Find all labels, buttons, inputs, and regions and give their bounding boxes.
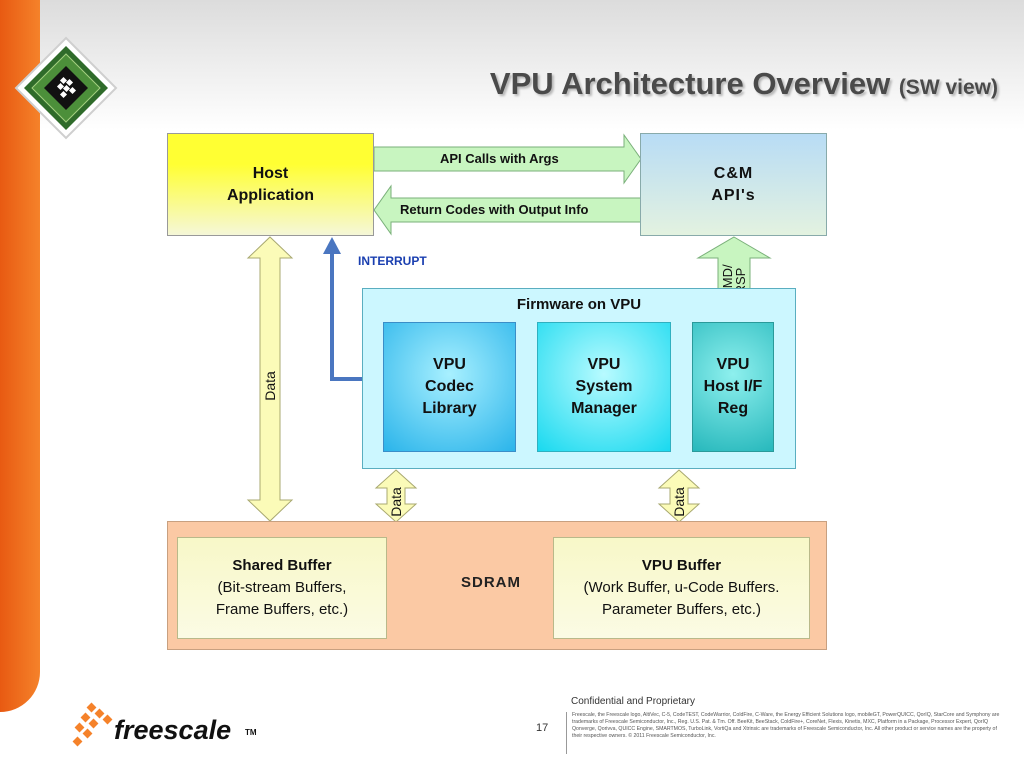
host-line2: Application <box>226 186 315 204</box>
data-mid2-label: Data <box>671 487 687 517</box>
shared-line1: (Bit-stream Buffers, <box>217 579 347 596</box>
codec-line3: Library <box>422 400 477 417</box>
data-mid1-label: Data <box>388 487 404 517</box>
host-line1: Host <box>252 164 289 182</box>
vpubuf-line1: (Work Buffer, u-Code Buffers. <box>583 579 780 596</box>
cm-line2: API's <box>711 186 756 204</box>
page-number: 17 <box>536 722 549 734</box>
vpu-buffer-box: VPU Buffer (Work Buffer, u-Code Buffers.… <box>553 537 810 639</box>
title-main: VPU Architecture Overview <box>489 66 891 101</box>
freescale-wordmark: freescale <box>114 715 232 745</box>
sysmgr-line1: VPU <box>587 356 621 373</box>
legal-text: Freescale, the Freescale logo, AltiVec, … <box>572 712 1000 739</box>
hostif-line1: VPU <box>716 356 750 373</box>
interrupt-arrowhead <box>323 237 341 254</box>
slide-title: VPU Architecture Overview (SW view) <box>300 66 998 102</box>
hostif-line2: Host I/F <box>703 378 763 395</box>
return-codes-arrow <box>373 184 642 236</box>
interrupt-label: INTERRUPT <box>358 254 427 268</box>
cm-api-box: C&M API's <box>640 133 827 236</box>
data-left-label: Data <box>262 371 278 401</box>
trademark-mark: TM <box>245 728 257 737</box>
freescale-logo-icon <box>72 702 113 747</box>
shared-buffer-box: Shared Buffer (Bit-stream Buffers, Frame… <box>177 537 387 639</box>
confidential-label: Confidential and Proprietary <box>571 696 695 707</box>
api-calls-arrow <box>373 133 642 185</box>
cm-line1: C&M <box>713 164 754 182</box>
vpubuf-line2: Parameter Buffers, etc.) <box>602 601 761 618</box>
sysmgr-line2: System <box>575 378 633 395</box>
footer-divider <box>566 712 567 754</box>
title-sub: (SW view) <box>898 76 998 99</box>
header-background <box>0 0 1024 130</box>
chip-logo-icon <box>14 36 118 140</box>
shared-title: Shared Buffer <box>232 557 332 574</box>
return-codes-label: Return Codes with Output Info <box>400 202 589 217</box>
codec-line1: VPU <box>433 356 466 373</box>
api-calls-label: API Calls with Args <box>440 151 559 166</box>
sdram-label: SDRAM <box>461 574 521 591</box>
hostif-line3: Reg <box>717 400 749 417</box>
interrupt-arrow <box>330 252 362 381</box>
shared-line2: Frame Buffers, etc.) <box>215 601 349 618</box>
firmware-title: Firmware on VPU <box>516 296 642 313</box>
host-if-reg-box: VPU Host I/F Reg <box>692 322 774 452</box>
left-orange-bar <box>0 0 40 712</box>
sysmgr-line3: Manager <box>571 400 637 417</box>
vpubuf-title: VPU Buffer <box>641 557 722 574</box>
codec-line2: Codec <box>425 378 474 395</box>
